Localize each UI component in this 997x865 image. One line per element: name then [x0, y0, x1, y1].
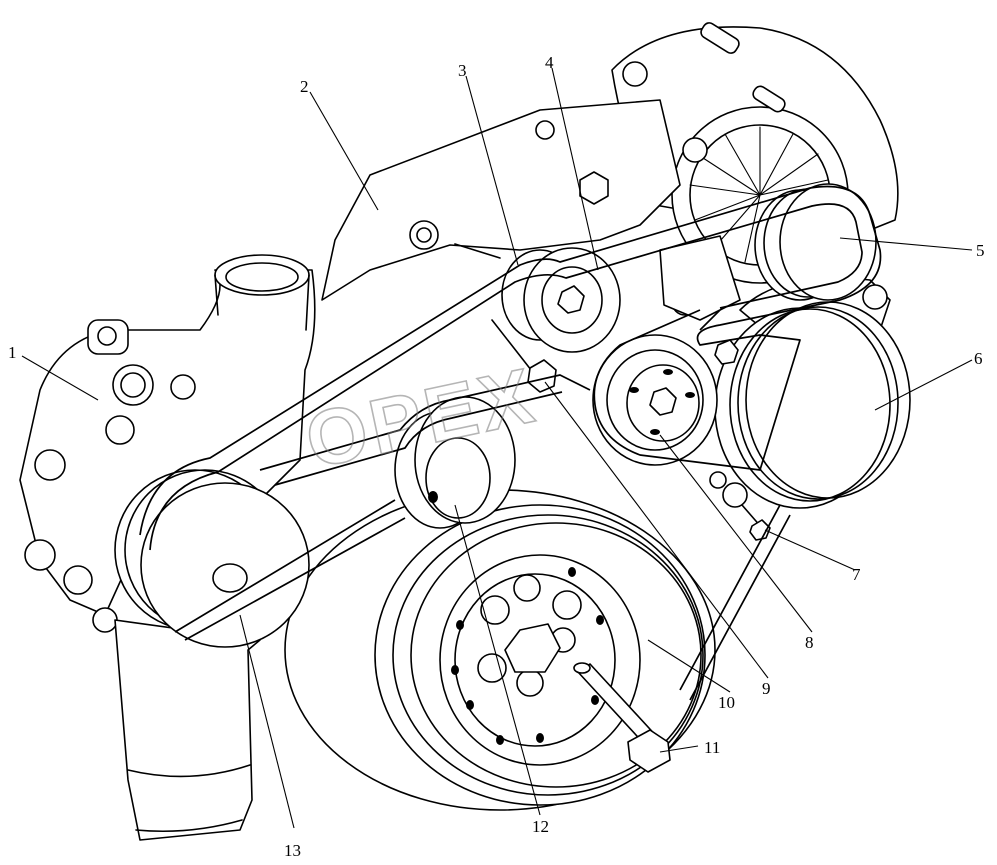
- crankshaft-damper: [284, 489, 716, 811]
- callout-5: 5: [976, 241, 985, 260]
- leader-1: [21, 355, 99, 401]
- leader-6: [874, 359, 973, 411]
- poly-v-belt: [139, 185, 882, 701]
- long-bolt: [573, 662, 671, 773]
- small-bolt: [741, 504, 771, 541]
- leader-7: [764, 529, 856, 571]
- idler-pulley-large: [714, 277, 911, 509]
- leader-5: [839, 237, 973, 251]
- leader-9: [544, 381, 769, 679]
- callout-6: 6: [974, 349, 983, 368]
- callout-8: 8: [805, 633, 814, 652]
- callout-labels: 1 2 3 4 5 6 7 8 9 10 11 12 13: [8, 53, 985, 860]
- leader-12: [454, 504, 541, 816]
- leader-3: [465, 75, 519, 266]
- callout-9: 9: [762, 679, 771, 698]
- leader-2: [309, 91, 379, 211]
- water-pump-housing: [19, 254, 316, 841]
- callout-1: 1: [8, 343, 17, 362]
- leader-10: [647, 639, 731, 693]
- belt-tensioner: [592, 334, 748, 508]
- leader-4: [551, 67, 599, 271]
- callout-11: 11: [704, 738, 720, 757]
- mounting-bracket: [321, 99, 681, 301]
- callout-2: 2: [300, 77, 309, 96]
- alternator-pulley: [754, 183, 877, 301]
- callout-12: 12: [532, 817, 549, 836]
- callout-10: 10: [718, 693, 735, 712]
- leader-13: [239, 614, 295, 829]
- callout-4: 4: [545, 53, 554, 72]
- idler-pulley-upper: [501, 247, 621, 353]
- callout-7: 7: [852, 565, 861, 584]
- leader-8: [659, 434, 813, 633]
- callout-3: 3: [458, 61, 467, 80]
- leader-lines: [21, 67, 973, 829]
- leader-11: [659, 745, 699, 753]
- water-pump-pulley: [114, 469, 310, 648]
- callout-13: 13: [284, 841, 301, 860]
